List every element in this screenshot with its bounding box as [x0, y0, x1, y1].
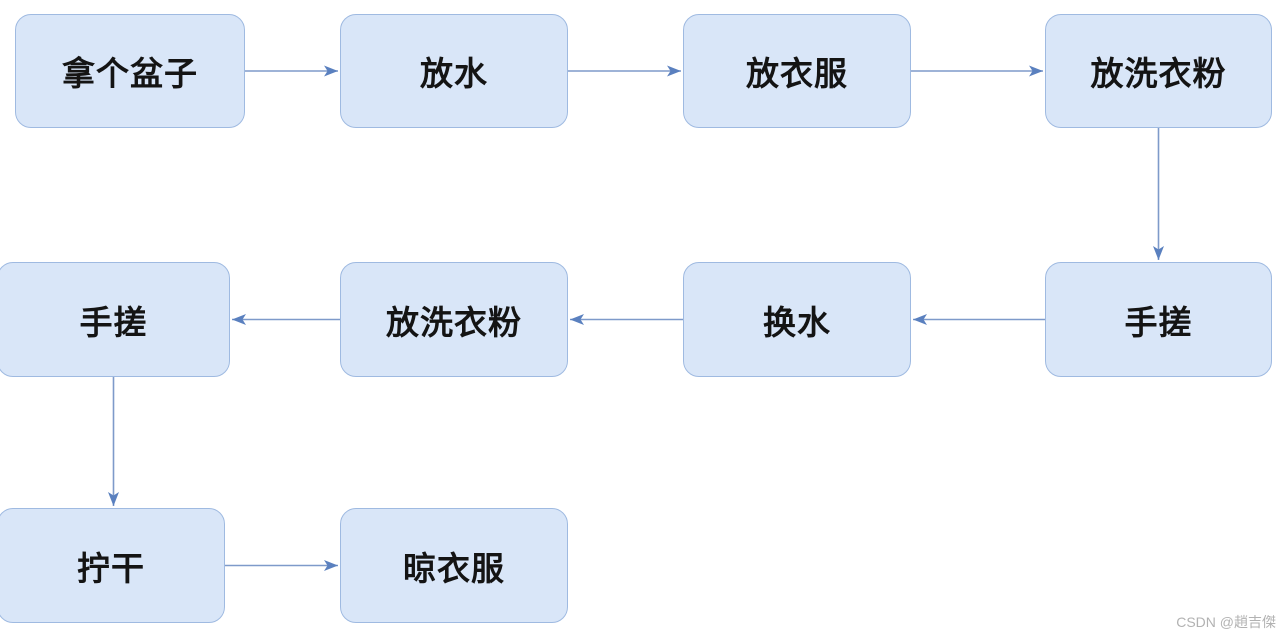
flow-node-label: 手搓 — [1124, 303, 1193, 341]
flow-node-label: 放洗衣粉 — [386, 303, 522, 341]
flow-node-hang-clothes: 晾衣服 — [340, 508, 568, 623]
flow-node-label: 拿个盆子 — [62, 55, 198, 92]
flow-node-change-water: 换水 — [683, 262, 911, 377]
flow-node-label: 手搓 — [79, 303, 148, 341]
flow-node-label: 换水 — [763, 303, 831, 341]
flow-node-label: 拧干 — [77, 549, 145, 587]
flow-node-hand-rub-right: 手搓 — [1045, 262, 1272, 377]
flow-node-add-water: 放水 — [340, 14, 568, 128]
flow-node-add-detergent-1: 放洗衣粉 — [1045, 14, 1272, 128]
flow-node-add-clothes: 放衣服 — [683, 14, 911, 128]
flow-node-label: 放洗衣粉 — [1090, 55, 1227, 92]
flow-node-label: 放水 — [420, 55, 488, 92]
flow-node-label: 晾衣服 — [403, 549, 505, 587]
flow-node-get-basin: 拿个盆子 — [15, 14, 245, 128]
flow-node-wring-dry: 拧干 — [0, 508, 225, 623]
csdn-watermark: CSDN @趙吉傑 — [1176, 614, 1276, 630]
flow-node-hand-rub-left: 手搓 — [0, 262, 230, 377]
flow-node-label: 放衣服 — [746, 55, 848, 92]
flow-node-add-detergent-2: 放洗衣粉 — [340, 262, 568, 377]
